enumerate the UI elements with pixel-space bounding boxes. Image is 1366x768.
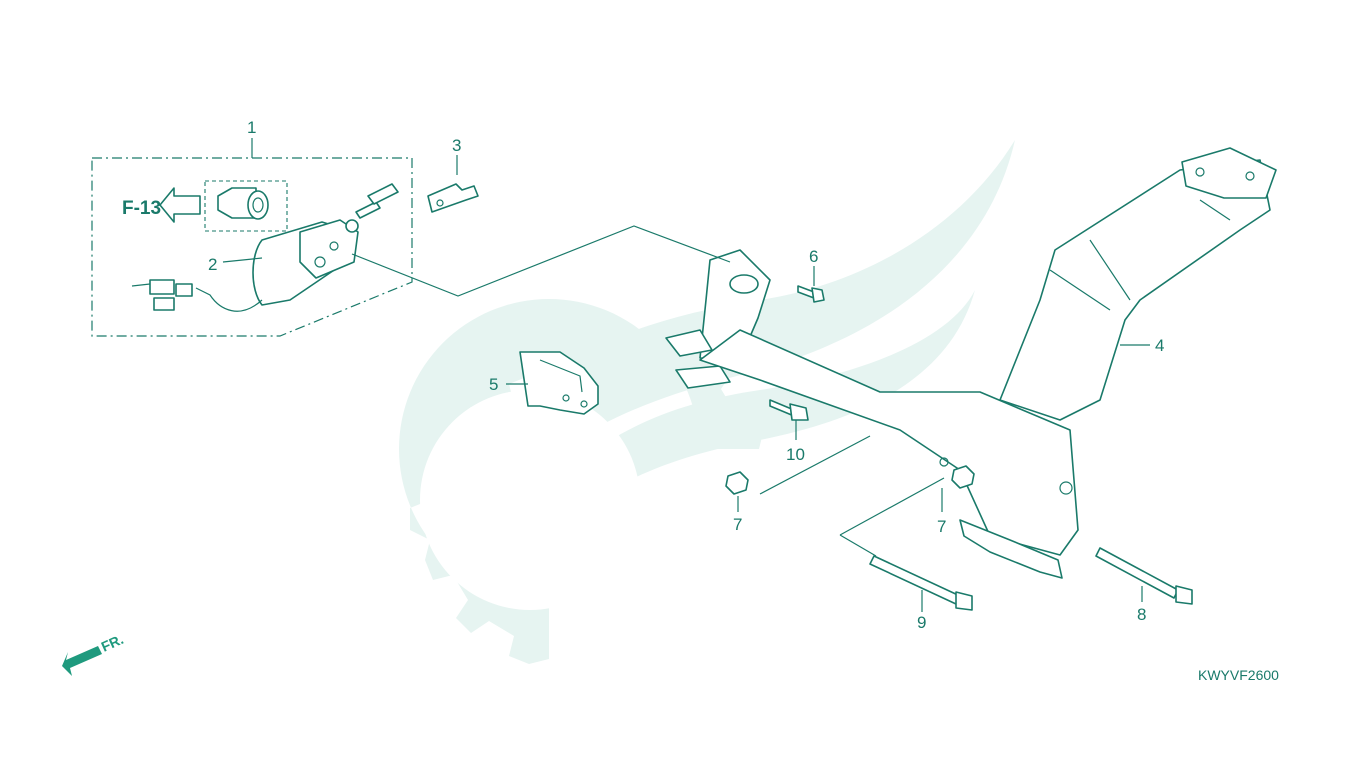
ignition-switch-body [131, 183, 399, 312]
reference-label: F-13 [122, 198, 161, 219]
reference-f13[interactable]: F-13 [122, 187, 201, 223]
key-blank [427, 183, 479, 213]
callout-7a: 7 [733, 515, 742, 534]
ignition-switch-assembly-group [91, 157, 413, 337]
bolt-10 [769, 399, 809, 421]
callout-1: 1 [247, 118, 256, 137]
callout-5: 5 [489, 375, 498, 394]
frame-body [665, 147, 1277, 579]
callout-3: 3 [452, 136, 461, 155]
nut-7a [725, 471, 749, 495]
key-cylinder [217, 187, 269, 220]
callout-4: 4 [1155, 336, 1164, 355]
bolt-8 [1095, 547, 1193, 605]
reference-arrow-icon [159, 187, 201, 223]
leader-lines [222, 138, 1150, 612]
bolt-9 [869, 555, 973, 611]
callout-labels: 1 2 3 4 5 6 7 7 8 9 10 [208, 118, 1164, 632]
callout-9: 9 [917, 613, 926, 632]
callout-8: 8 [1137, 605, 1146, 624]
callout-6: 6 [809, 247, 818, 266]
nut-7b [951, 465, 975, 489]
callout-2: 2 [208, 255, 217, 274]
bracket [519, 351, 599, 415]
bolt-6 [797, 285, 825, 303]
front-arrow-icon [62, 646, 102, 676]
callout-7b: 7 [937, 517, 946, 536]
callout-10: 10 [786, 445, 805, 464]
front-direction-mark: FR. [62, 631, 126, 676]
front-label: FR. [99, 631, 126, 655]
drawing-code: KWYVF2600 [1198, 667, 1279, 683]
